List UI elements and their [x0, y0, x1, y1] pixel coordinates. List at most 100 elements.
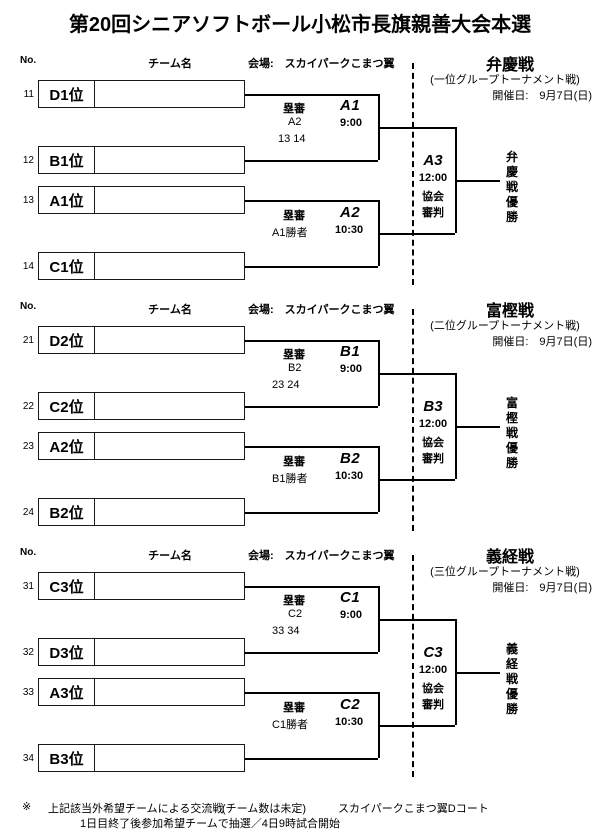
team-name-field[interactable] — [95, 745, 244, 771]
bracket-connector — [245, 94, 378, 96]
table-row: 32 D3位 — [0, 638, 260, 666]
row-number: 21 — [22, 335, 34, 346]
row-number: 11 — [23, 89, 34, 100]
row-number: 13 — [22, 195, 34, 206]
bracket-connector — [245, 586, 378, 588]
group-date-1: 開催日: 9月7日(日) — [492, 90, 592, 102]
team-entry-box[interactable]: A3位 — [38, 678, 245, 706]
champion-label-2: 富 樫 戦 優 勝 — [505, 396, 519, 471]
bracket-connector — [245, 160, 378, 162]
section-divider-line — [412, 63, 414, 285]
bracket-connector — [378, 127, 455, 129]
umpire-label: 塁審 — [283, 595, 305, 607]
team-entry-box[interactable]: B2位 — [38, 498, 245, 526]
table-row: 11 D1位 — [0, 80, 260, 108]
section-divider-line — [412, 555, 414, 777]
column-header-no: No. — [20, 547, 37, 558]
bracket-connector — [245, 446, 378, 448]
champion-label-3: 義 経 戦 優 勝 — [505, 642, 519, 717]
team-entry-box[interactable]: C2位 — [38, 392, 245, 420]
table-row: 24 B2位 — [0, 498, 260, 526]
team-name-field[interactable] — [95, 393, 244, 419]
group-date-2: 開催日: 9月7日(日) — [492, 336, 592, 348]
team-name-field[interactable] — [95, 187, 244, 213]
bracket-connector — [378, 725, 455, 727]
match-code: C1 — [340, 589, 361, 606]
note-line1-part2: (チーム数は未定) — [222, 803, 306, 815]
umpire-game-nums: 33 34 — [272, 625, 300, 637]
final-match-code: C3 — [423, 644, 443, 661]
final-match-time: 12:00 — [418, 418, 448, 430]
final-umpire-1: 協会 — [422, 683, 444, 695]
bracket-connector — [245, 406, 378, 408]
team-name-field[interactable] — [95, 81, 244, 107]
umpire-label: 塁審 — [283, 103, 305, 115]
column-header-venue: 会場: スカイパークこまつ翼 — [248, 550, 395, 562]
team-name-field[interactable] — [95, 679, 244, 705]
match-code: C2 — [340, 696, 361, 713]
bracket-connector — [245, 652, 378, 654]
team-entry-box[interactable]: D1位 — [38, 80, 245, 108]
team-entry-box[interactable]: C3位 — [38, 572, 245, 600]
bracket-connector — [245, 512, 378, 514]
team-entry-box[interactable]: A2位 — [38, 432, 245, 460]
row-number: 14 — [22, 261, 34, 272]
row-number: 22 — [22, 401, 34, 412]
row-number: 34 — [22, 753, 34, 764]
table-row: 22 C2位 — [0, 392, 260, 420]
seed-label: D1位 — [39, 81, 95, 107]
final-umpire-2: 審判 — [422, 207, 444, 219]
team-name-field[interactable] — [95, 639, 244, 665]
final-match-time: 12:00 — [418, 172, 448, 184]
column-header-venue: 会場: スカイパークこまつ翼 — [248, 58, 395, 70]
group-title-1: 弁慶戦 — [485, 57, 534, 74]
team-entry-box[interactable]: B1位 — [38, 146, 245, 174]
table-row: 23 A2位 — [0, 432, 260, 460]
umpire-game-nums: 23 24 — [272, 379, 300, 391]
bracket-connector — [378, 373, 455, 375]
champion-char: 勝 — [505, 702, 518, 716]
team-entry-box[interactable]: A1位 — [38, 186, 245, 214]
bracket-connector — [455, 426, 500, 428]
row-number: 24 — [22, 507, 34, 518]
bracket-connector — [245, 340, 378, 342]
champion-char: 義 — [505, 642, 518, 656]
team-name-field[interactable] — [95, 147, 244, 173]
umpire-team: C2 — [288, 608, 303, 620]
team-name-field[interactable] — [95, 327, 244, 353]
group-subtitle-2: (二位グループトーナメント戦) — [430, 320, 580, 332]
champion-char: 優 — [505, 195, 518, 209]
table-row: 21 D2位 — [0, 326, 260, 354]
match-code: A1 — [340, 97, 361, 114]
team-entry-box[interactable]: D3位 — [38, 638, 245, 666]
row-number: 33 — [22, 687, 34, 698]
champion-char: 優 — [505, 441, 518, 455]
umpire-team: B1勝者 — [272, 473, 308, 485]
champion-char: 樫 — [505, 411, 518, 425]
champion-char: 優 — [505, 687, 518, 701]
bracket-section-2: No. チーム名 会場: スカイパークこまつ翼 富樫戦 (二位グループトーナメン… — [0, 301, 600, 531]
team-name-field[interactable] — [95, 573, 244, 599]
team-entry-box[interactable]: D2位 — [38, 326, 245, 354]
bracket-connector — [378, 479, 455, 481]
team-name-field[interactable] — [95, 499, 244, 525]
final-umpire-2: 審判 — [422, 453, 444, 465]
note-line1-part3: スカイパークこまつ翼Dコート — [338, 803, 489, 815]
row-number: 12 — [22, 155, 34, 166]
bracket-connector — [455, 180, 500, 182]
match-time: 10:30 — [335, 470, 364, 482]
team-entry-box[interactable]: C1位 — [38, 252, 245, 280]
seed-label: A1位 — [39, 187, 95, 213]
team-name-field[interactable] — [95, 433, 244, 459]
team-entry-box[interactable]: B3位 — [38, 744, 245, 772]
group-subtitle-1: (一位グループトーナメント戦) — [430, 74, 580, 86]
table-row: 12 B1位 — [0, 146, 260, 174]
bracket-connector — [455, 672, 500, 674]
umpire-team: C1勝者 — [272, 719, 309, 731]
bracket-connector — [245, 200, 378, 202]
column-header-no: No. — [20, 55, 37, 66]
champion-char: 経 — [505, 657, 518, 671]
table-row: 33 A3位 — [0, 678, 260, 706]
team-name-field[interactable] — [95, 253, 244, 279]
column-header-team: チーム名 — [148, 550, 192, 562]
